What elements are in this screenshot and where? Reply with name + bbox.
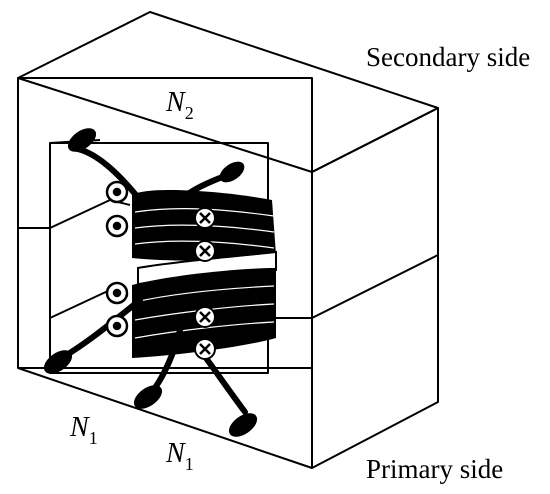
core-split-side [311,254,439,319]
primary-winding-label-right: N1 [165,438,194,474]
core-bottom-front [17,367,313,469]
dot-in-circle-icon [105,314,129,338]
dot-in-circle-icon [105,214,129,238]
terminal-secondary-right [219,161,245,183]
terminal-secondary-left [67,128,97,152]
dot-in-circle-icon [105,180,129,204]
current-in-markers [194,207,216,360]
primary-winding-symbol-right: N [165,438,186,469]
primary-side-label: Primary side [366,454,503,484]
primary-winding-subscript-right: 1 [185,454,194,474]
primary-winding-subscript-left: 1 [89,428,98,448]
secondary-winding-subscript: 2 [185,103,194,123]
cross-in-circle-icon [194,338,216,360]
secondary-winding-symbol: N [165,87,186,118]
primary-winding-symbol-left: N [69,412,90,443]
secondary-side-label: Secondary side [366,42,530,72]
terminal-primary-right [228,413,258,437]
cross-in-circle-icon [194,306,216,328]
cross-in-circle-icon [194,240,216,262]
core-right-face [311,107,439,469]
primary-winding-label-left: N1 [69,412,98,448]
dot-in-circle-icon [105,281,129,305]
current-out-markers [105,180,129,338]
secondary-winding-label: N2 [165,87,194,123]
terminal-primary-left [43,350,73,374]
terminal-primary-mid [133,385,163,409]
terminals [43,128,258,437]
cross-in-circle-icon [194,207,216,229]
